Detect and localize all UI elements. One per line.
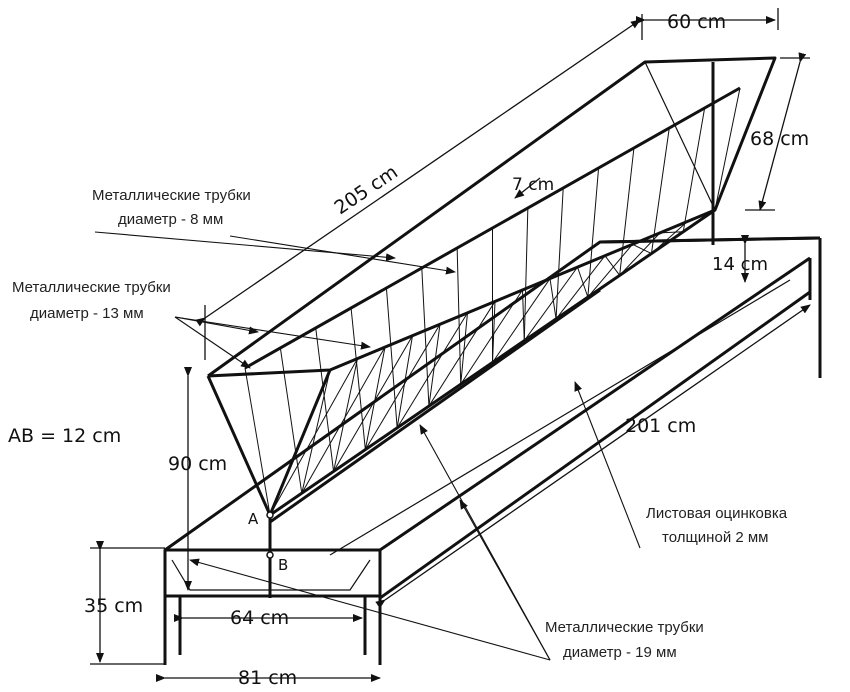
mesh-diagonal (651, 221, 688, 254)
mesh-diagonal (428, 301, 496, 407)
point-b-marker (266, 551, 274, 559)
mesh-diagonal (659, 231, 684, 234)
mesh-bar (587, 167, 600, 298)
point-a-marker (266, 511, 274, 519)
mesh-diagonal (269, 358, 358, 516)
pipe19-line1: Металлические трубки (545, 619, 704, 636)
mesh-diagonal (460, 312, 468, 385)
mesh-bar (279, 347, 303, 494)
hopper (206, 56, 777, 517)
hopper-mesh (244, 87, 741, 516)
dimension-labels: 60 cm 68 cm 205 cm 7 cm 14 cm 201 cm 90 … (8, 11, 809, 689)
label-81cm: 81 cm (238, 667, 297, 689)
sheet-line1: Листовая оцинковка (646, 505, 788, 522)
mesh-bar (315, 327, 335, 472)
label-7cm: 7 cm (512, 175, 554, 195)
mesh-diagonal (682, 209, 716, 233)
mesh-bar (555, 187, 564, 319)
pipe13-line1: Металлические трубки (12, 279, 171, 296)
mesh-diagonal (577, 266, 589, 298)
dim-201 (375, 304, 811, 609)
label-ab: AB = 12 cm (8, 425, 121, 447)
pipe8-line1: Металлические трубки (92, 187, 251, 204)
mesh-bar (350, 307, 366, 450)
mesh-bar (385, 287, 398, 428)
mesh-diagonal (396, 312, 468, 429)
label-60cm: 60 cm (667, 11, 726, 33)
dim-205 (195, 19, 641, 327)
mesh-diagonal (428, 324, 441, 407)
mesh-diagonal (604, 255, 621, 276)
hopper-rim (207, 56, 777, 378)
mesh-diagonal (364, 324, 441, 450)
label-90cm: 90 cm (168, 453, 227, 475)
trough-floor-edge (379, 290, 811, 600)
mesh-bar (714, 87, 741, 211)
mesh-diagonal (619, 232, 661, 276)
mesh-diagonal (333, 358, 358, 472)
pipe13-line2: диаметр - 13 мм (30, 305, 144, 322)
mesh-diagonal (687, 209, 716, 222)
mesh-bar (650, 127, 670, 254)
label-201cm: 201 cm (625, 415, 696, 437)
mesh-diagonal (364, 347, 386, 450)
material-labels: Металлические трубки диаметр - 8 мм Мета… (12, 187, 788, 661)
pipe19-line2: диаметр - 19 мм (563, 644, 677, 661)
label-64cm: 64 cm (230, 607, 289, 629)
mesh-bar (523, 207, 529, 341)
mesh-diagonal (301, 369, 331, 494)
label-point-b: B (278, 556, 288, 574)
sheet-line2: толщиной 2 мм (662, 529, 769, 546)
label-point-a: A (248, 510, 259, 528)
label-35cm: 35 cm (84, 595, 143, 617)
mesh-bar (244, 367, 271, 516)
far-end-rail (599, 236, 821, 244)
near-end-frame (163, 511, 382, 665)
label-68cm: 68 cm (750, 128, 809, 150)
label-14cm: 14 cm (712, 254, 768, 275)
mesh-bar (682, 107, 706, 232)
leader-lines (94, 231, 641, 661)
dimension-lines (90, 8, 811, 682)
pipe8-line2: диаметр - 8 мм (118, 211, 223, 228)
mesh-diagonal (301, 346, 386, 494)
